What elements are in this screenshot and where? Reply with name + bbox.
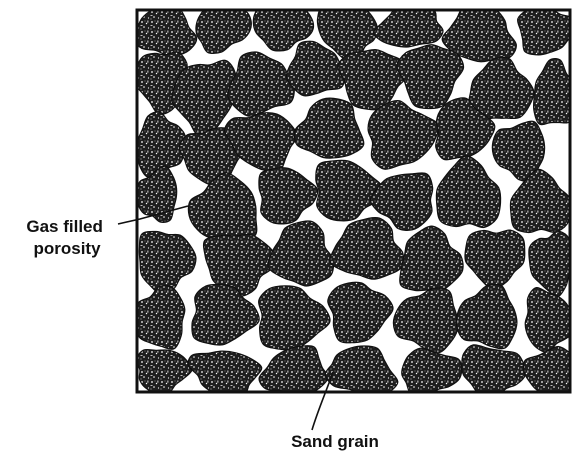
porosity-label: Gas filled porosity [26, 217, 107, 258]
porosity-label-line-2: porosity [33, 239, 101, 258]
porosity-label-line-1: Gas filled [26, 217, 103, 236]
sand-grain-label: Sand grain [291, 432, 379, 451]
